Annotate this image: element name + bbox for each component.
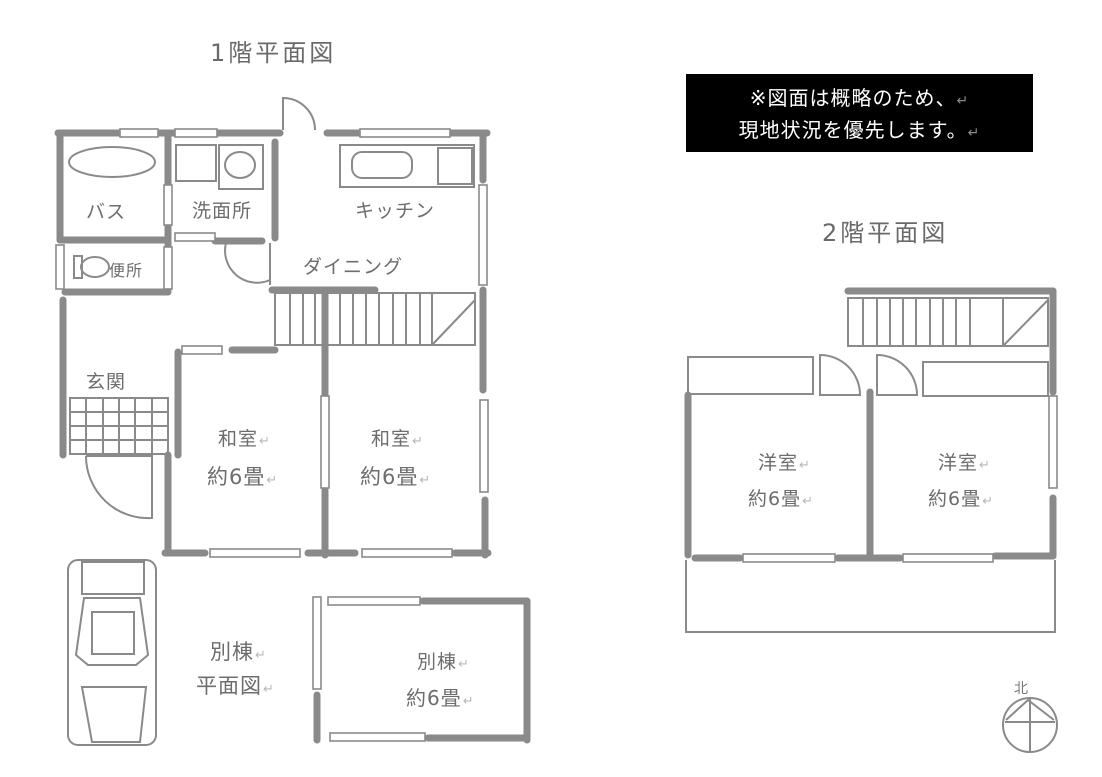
room-label-washitsu-right: 和室↵	[371, 428, 424, 450]
room-label-bath: バス	[86, 201, 127, 223]
room-label-yoshitsu-left: 洋室↵	[758, 452, 811, 474]
return-mark-icon: ↵	[967, 125, 981, 141]
annex-walls	[312, 596, 531, 744]
room-label-annex: 別棟↵	[417, 651, 470, 673]
room-size-yoshitsu-right: 約6畳↵	[928, 488, 994, 510]
room-label-washitsu-left: 和室↵	[218, 428, 271, 450]
room-size-washitsu-right: 約6畳↵	[360, 465, 432, 489]
return-mark-icon: ↵	[802, 494, 814, 509]
notice-line-2: 現地状況を優先します。	[738, 118, 968, 142]
room-label-dining: ダイニング	[303, 256, 404, 278]
room-size-yoshitsu-left: 約6畳↵	[748, 488, 814, 510]
return-mark-icon: ↵	[982, 494, 994, 509]
annex-title-line1: 別棟↵	[210, 640, 267, 664]
return-mark-icon: ↵	[266, 473, 279, 488]
return-mark-icon: ↵	[259, 434, 271, 449]
floor1-fixtures	[67, 96, 476, 746]
disclaimer-notice: ※図面は概略のため、↵ 現地状況を優先します。↵	[686, 74, 1033, 152]
return-mark-icon: ↵	[412, 434, 424, 449]
room-size-annex: 約6畳↵	[406, 686, 475, 710]
notice-line-1: ※図面は概略のため、	[749, 86, 957, 110]
return-mark-icon: ↵	[956, 93, 970, 109]
stair-treads	[289, 293, 476, 346]
floor2-title: 2階平面図	[822, 219, 949, 247]
return-mark-icon: ↵	[255, 648, 267, 663]
floor1-windows	[55, 128, 489, 558]
room-label-kitchen: キッチン	[355, 200, 436, 222]
room-label-entrance: 玄関	[86, 371, 127, 393]
car-icon	[67, 559, 157, 746]
return-mark-icon: ↵	[799, 458, 811, 473]
annex-title-line2: 平面図↵	[196, 674, 275, 698]
north-arrow-icon	[1002, 697, 1058, 753]
return-mark-icon: ↵	[462, 694, 475, 709]
return-mark-icon: ↵	[458, 657, 470, 672]
return-mark-icon: ↵	[979, 458, 991, 473]
floor2-walls	[684, 287, 1058, 633]
floor1-title: 1階平面図	[210, 39, 337, 67]
room-label-washroom: 洗面所	[192, 200, 253, 222]
room-label-yoshitsu-right: 洋室↵	[938, 452, 991, 474]
return-mark-icon: ↵	[263, 682, 275, 697]
room-size-washitsu-left: 約6畳↵	[207, 465, 279, 489]
room-label-toilet: 便所	[109, 261, 144, 280]
compass-north-label: 北	[1014, 681, 1028, 697]
return-mark-icon: ↵	[419, 473, 432, 488]
floor2-fixtures	[687, 297, 1049, 397]
